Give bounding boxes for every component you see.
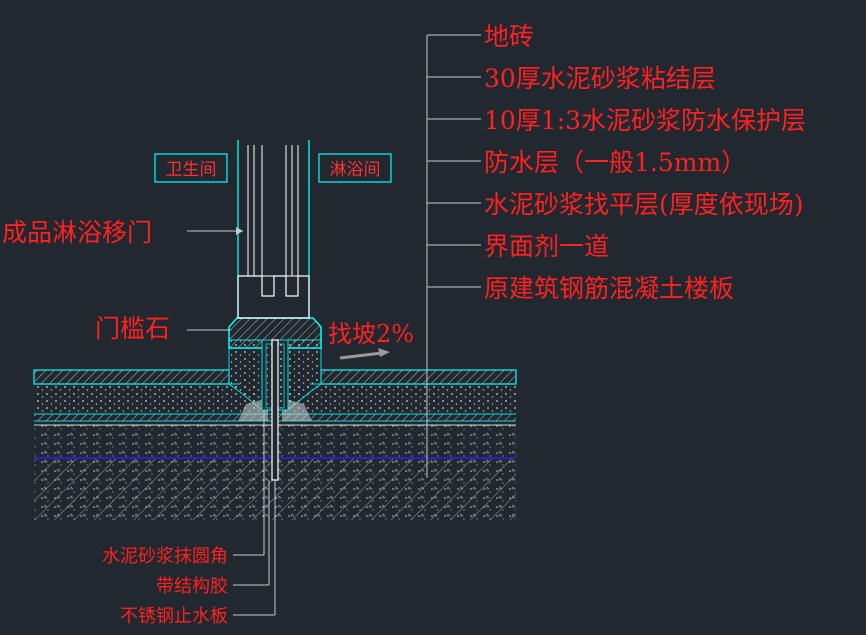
room-tag-right: 淋浴间 bbox=[318, 153, 392, 183]
room-left-label: 卫生间 bbox=[166, 160, 217, 180]
floor-tile-right bbox=[320, 369, 517, 385]
threshold-label: 门槛石 bbox=[95, 314, 170, 343]
layer-label-protection: 10厚1:3水泥砂浆防水保护层 bbox=[484, 106, 806, 135]
threshold-assembly bbox=[228, 317, 322, 481]
bottom-label-stop-plate: 不锈钢止水板 bbox=[120, 606, 228, 627]
layer-leader-lines bbox=[426, 34, 481, 478]
room-right-label: 淋浴间 bbox=[330, 160, 381, 180]
layer-label-slab: 原建筑钢筋混凝土楼板 bbox=[484, 274, 734, 303]
room-tag-left: 卫生间 bbox=[154, 153, 228, 183]
bottom-label-adhesive: 带结构胶 bbox=[156, 576, 228, 597]
mortar-fillet-right bbox=[282, 398, 312, 421]
layer-label-waterproofing: 防水层（一般1.5mm） bbox=[484, 148, 746, 177]
bottom-leader-lines bbox=[233, 410, 276, 616]
slope-label: 找坡2% bbox=[328, 320, 414, 348]
layer-label-mortar-bed: 30厚水泥砂浆粘结层 bbox=[484, 64, 716, 93]
sliding-door bbox=[237, 140, 310, 319]
layer-label-tile: 地砖 bbox=[484, 22, 534, 51]
layer-label-primer: 界面剂一道 bbox=[484, 232, 609, 261]
bottom-label-fillet: 水泥砂浆抹圆角 bbox=[102, 546, 228, 567]
threshold-stone bbox=[228, 317, 322, 349]
door-leader bbox=[187, 227, 243, 235]
bottom-labels: 水泥砂浆抹圆角 带结构胶 不锈钢止水板 bbox=[102, 546, 228, 627]
layer-label-leveling: 水泥砂浆找平层(厚度依现场) bbox=[484, 190, 804, 219]
door-label: 成品淋浴移门 bbox=[2, 218, 152, 247]
slope-arrow bbox=[339, 348, 390, 360]
layer-labels: 地砖 30厚水泥砂浆粘结层 10厚1:3水泥砂浆防水保护层 防水层（一般1.5m… bbox=[484, 22, 806, 303]
mortar-fillet bbox=[238, 398, 268, 421]
stainless-stop-plate bbox=[271, 339, 279, 481]
floor-tile-left bbox=[33, 369, 230, 385]
